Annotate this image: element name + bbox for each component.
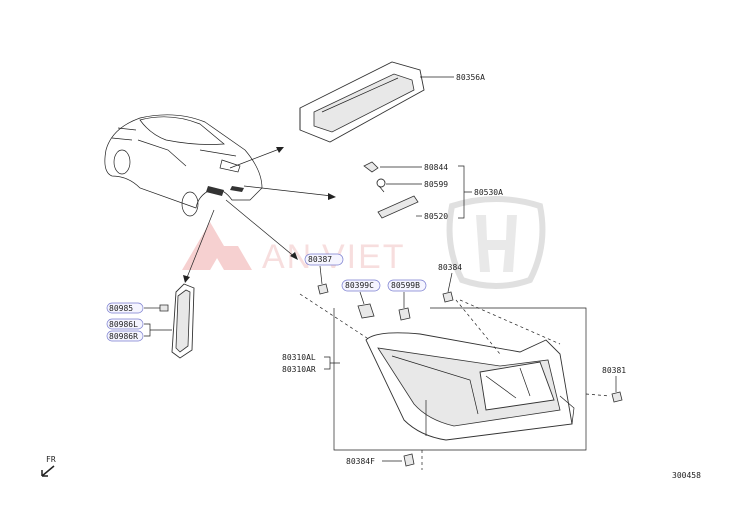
label-80384f: 80384F [346, 457, 375, 466]
leader-arrows [183, 147, 336, 283]
high-mount-stop-lamp [299, 61, 425, 143]
leader-80310 [324, 356, 340, 370]
leader-80384 [447, 272, 453, 293]
leader-80399c [359, 291, 365, 305]
label-80844: 80844 [424, 163, 448, 172]
nut-80384f [403, 453, 415, 467]
bulb-80599b [398, 307, 411, 321]
bracket-80530a [458, 165, 472, 219]
pill-80399c [341, 279, 381, 292]
label-80399c: 80399C [345, 281, 374, 290]
leader-80387 [319, 265, 323, 285]
label-80387: 80387 [308, 255, 332, 264]
socket-80399c [357, 303, 375, 319]
leader-80986 [144, 323, 172, 337]
label-80599b: 80599B [391, 281, 420, 290]
screw-80985 [159, 304, 169, 312]
tail-lamp-box [333, 307, 587, 451]
label-80381: 80381 [602, 366, 626, 375]
clip-80387 [317, 283, 329, 295]
side-marker-lamp [171, 283, 195, 359]
direction-label: FR [46, 455, 56, 464]
pill-80387 [304, 253, 344, 266]
pill-80599b [387, 279, 427, 292]
label-80530a: 80530A [474, 188, 503, 197]
svg-text:AN: AN [262, 238, 313, 276]
watermark-honda-logo [446, 196, 546, 289]
label-80986r: 80986R [109, 332, 138, 341]
watermark-mitsubishi-logo [182, 222, 252, 270]
label-80310ar: 80310AR [282, 365, 316, 374]
label-80520: 80520 [424, 212, 448, 221]
dashed-80381 [585, 393, 611, 397]
small-parts-80530a [363, 161, 419, 219]
label-80356a: 80356A [456, 73, 485, 82]
arrow-fr-icon [41, 465, 55, 477]
label-80986l: 80986L [109, 320, 138, 329]
pill-80986l [106, 318, 144, 330]
bolt-80384 [442, 291, 454, 303]
dashed-leaders [299, 293, 561, 355]
pill-80986r [106, 330, 144, 342]
label-80599: 80599 [424, 180, 448, 189]
label-80310al: 80310AL [282, 353, 316, 362]
diagram-code: 300458 [672, 471, 701, 480]
car-illustration [104, 114, 263, 217]
label-80384: 80384 [438, 263, 462, 272]
screw-80381 [611, 391, 623, 403]
pill-80985 [106, 302, 144, 314]
tail-lamp-assembly [365, 332, 575, 441]
label-80985: 80985 [109, 304, 133, 313]
